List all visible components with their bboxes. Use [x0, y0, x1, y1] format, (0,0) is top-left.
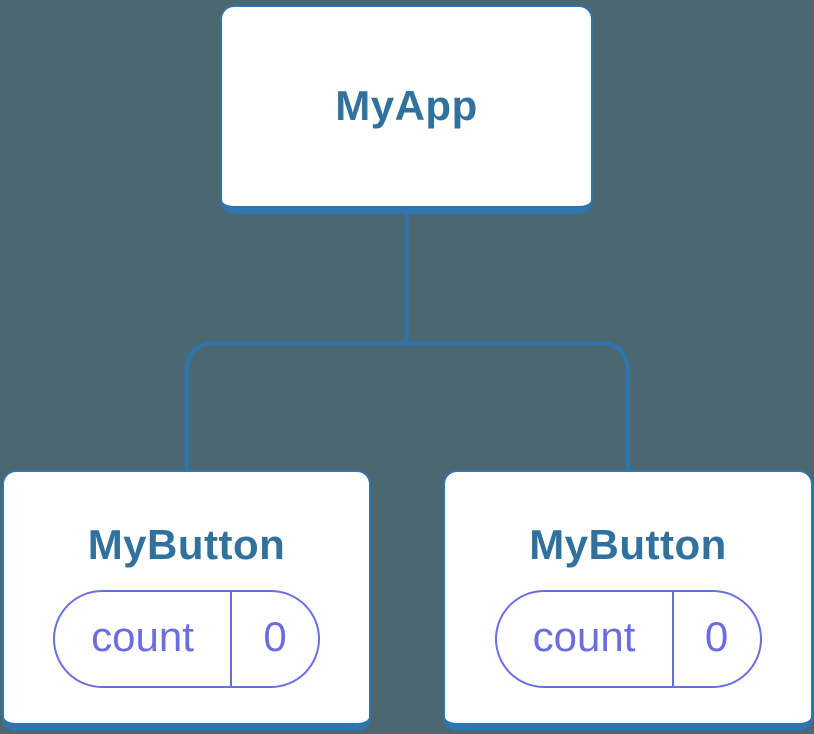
state-pill-right: count 0	[494, 590, 762, 689]
node-myapp-label: MyApp	[335, 82, 478, 130]
node-mybutton-left-label: MyButton	[87, 521, 286, 568]
node-mybutton-right: MyButton count 0	[443, 470, 813, 731]
state-pill-left: count 0	[53, 590, 320, 689]
state-name-cell: count	[55, 592, 230, 686]
state-value-cell: 0	[671, 592, 760, 687]
state-value-label: 0	[263, 613, 287, 661]
state-name-label: count	[91, 613, 194, 661]
state-value-cell: 0	[230, 592, 318, 687]
node-myapp: MyApp	[220, 5, 593, 214]
node-mybutton-left: MyButton count 0	[2, 470, 371, 731]
state-name-cell: count	[497, 592, 672, 686]
state-value-label: 0	[704, 613, 729, 661]
state-name-label: count	[532, 613, 636, 661]
node-mybutton-right-label: MyButton	[529, 521, 727, 568]
connector-children-bracket	[184, 341, 630, 472]
